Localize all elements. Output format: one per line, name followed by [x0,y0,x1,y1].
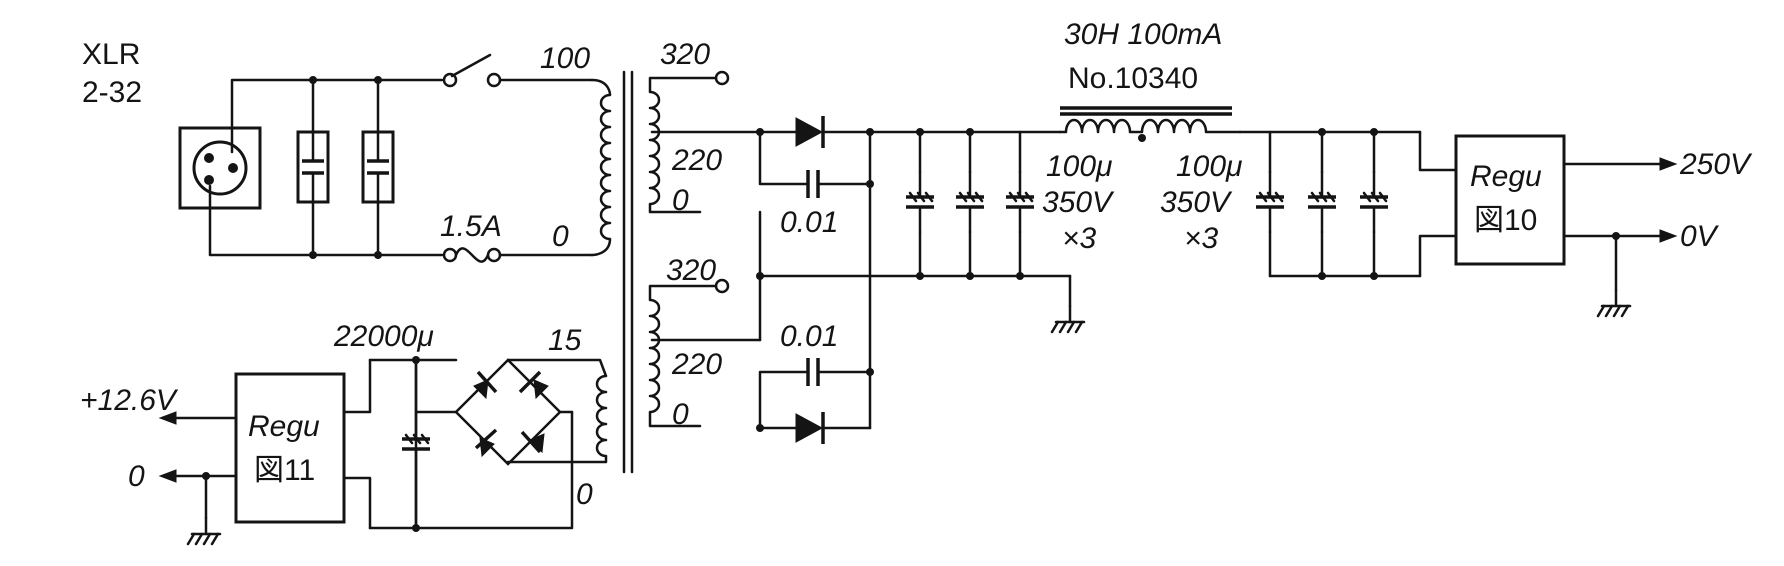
secondary-a-tap-220: 220 [671,144,722,177]
cap-bank-2-count: ×3 [1184,222,1219,255]
choke-spec-label: 30H 100mA [1064,18,1222,51]
cap-bank-1-capacitor [1004,130,1036,278]
lv-output-label: +12.6V [80,384,179,417]
snubber-cap-upper-label: 0.01 [780,206,838,239]
hv-filter: 100μ 350V ×3 30H 100mA No.10340 [868,18,1422,334]
xlr-label: XLR [82,38,140,71]
primary-tap-100: 100 [540,42,590,75]
cap-bank-1-capacitor [954,130,986,278]
cap-bank-2-capacitor [1358,130,1390,278]
ground-symbol [1596,234,1632,318]
hv-regulator: Regu 図10 250V 0V [1418,130,1753,318]
cap-bank-2-voltage: 350V [1160,186,1233,219]
secondary-b-tap-320: 320 [666,254,716,287]
choke-part-label: No.10340 [1068,62,1198,95]
snubber-cap-lower-label: 0.01 [780,320,838,353]
hv-rectifier: 0.01 0.01 [756,116,1072,444]
bridge-rectifier [454,358,562,466]
secondary-b-tap-220: 220 [671,348,722,381]
line-filter-capacitor [296,130,330,204]
cap-bank-2-capacitor [1254,130,1286,278]
secondary-b-tap-0: 0 [672,398,689,431]
choke [1058,106,1242,142]
primary-tap-0: 0 [552,220,569,253]
ground-symbol [1050,274,1086,334]
fuse [442,247,594,263]
ac-inlet-connector [178,126,262,210]
fuse-rating-label: 1.5A [440,210,502,243]
power-switch [442,53,594,88]
lv-regulator-title: Regu [248,410,320,443]
lv-ground-label: 0 [128,460,145,493]
hv-regulator-ref: 図10 [1474,204,1537,237]
cap-bank-2-value: 100μ [1176,150,1243,183]
cap-bank-1-count: ×3 [1062,222,1097,255]
cap-bank-1-capacitor [904,130,936,278]
power-transformer: 100 0 320 220 0 320 220 0 15 0 [506,38,762,511]
hv-regulator-title: Regu [1470,160,1542,193]
cap-bank-1-voltage: 350V [1042,186,1115,219]
xlr-part-label: 2-32 [82,76,142,109]
lv-filter-cap-label: 22000μ [333,320,434,353]
ground-symbol [186,474,222,546]
hv-ground-label: 0V [1680,220,1720,253]
cap-bank-2-capacitor [1306,130,1338,278]
secondary-c-tap-0: 0 [576,478,593,511]
line-filter-capacitor [361,130,395,204]
ac-input-section: XLR 2-32 [82,38,594,263]
secondary-c-tap-15: 15 [548,324,582,357]
lv-supply: 22000μ Regu [80,320,574,546]
secondary-a-tap-320: 320 [660,38,710,71]
cap-bank-1-value: 100μ [1046,150,1113,183]
lv-filter-capacitor [400,358,432,530]
hv-output-label: 250V [1679,148,1753,181]
lv-regulator-ref: 図11 [254,454,315,487]
secondary-a-tap-0: 0 [672,184,689,217]
